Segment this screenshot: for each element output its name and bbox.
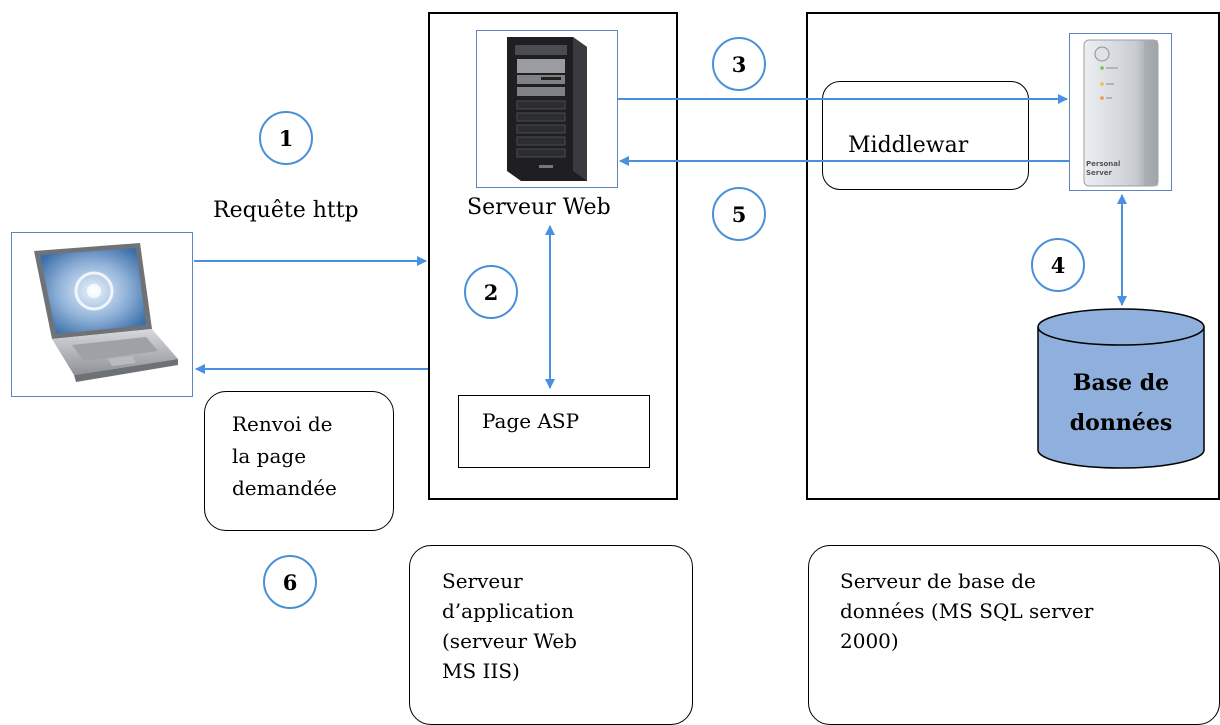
step-1-marker: 1: [259, 111, 313, 165]
database-server-caption: Serveur de base de données (MS SQL serve…: [840, 569, 1094, 653]
database-cylinder: [1036, 307, 1206, 470]
application-server-container: [428, 12, 678, 500]
application-server-caption-box: [409, 545, 693, 725]
asp-page-label: Page ASP: [482, 409, 580, 433]
application-server-caption: Serveur d’application (serveur Web MS II…: [442, 569, 577, 683]
personal-server-icon: [1083, 39, 1159, 187]
step-6-marker: 6: [263, 555, 317, 609]
step-4-marker: 4: [1031, 238, 1085, 292]
response-note-box: [204, 391, 394, 531]
step-2-marker: 2: [464, 265, 518, 319]
middleware-label: Middlewar: [848, 133, 969, 158]
step-3-marker: 3: [712, 37, 766, 91]
response-note-text: Renvoi de la page demandée: [232, 412, 337, 500]
laptop-icon: [34, 243, 178, 382]
http-request-label: Requête http: [213, 198, 359, 223]
step-5-marker: 5: [712, 187, 766, 241]
web-server-image: [476, 30, 618, 188]
database-label: Base de données: [1069, 370, 1173, 436]
database-server-container: [806, 12, 1220, 500]
database-cylinder-icon: [1037, 308, 1205, 469]
client-laptop: [11, 232, 193, 397]
asp-page-box: [458, 395, 650, 468]
tower-server-icon: [507, 37, 587, 181]
web-server-label: Serveur Web: [467, 195, 611, 220]
database-server-caption-box: [808, 545, 1220, 725]
personal-server-label: Personal Server: [1086, 160, 1121, 177]
database-server-device-image: Personal Server: [1069, 33, 1172, 191]
